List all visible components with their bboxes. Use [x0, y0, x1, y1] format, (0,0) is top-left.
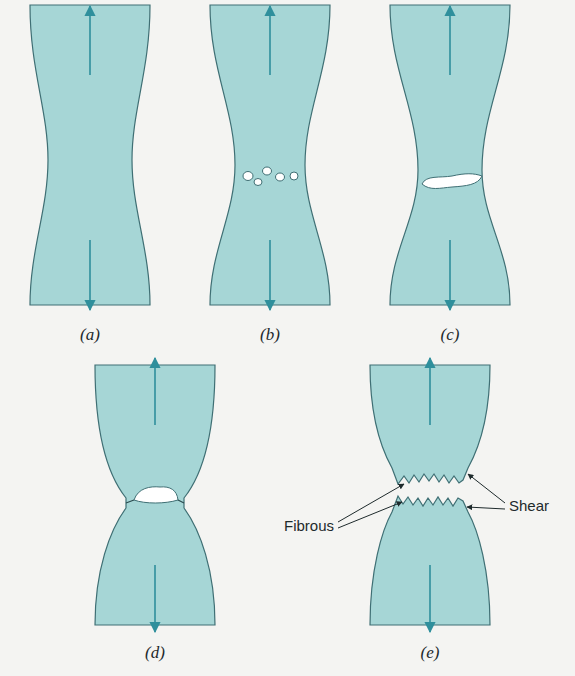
shear-line [126, 500, 184, 503]
region-label: Shear [509, 498, 549, 515]
crack [422, 174, 482, 189]
panel-caption: (b) [260, 326, 280, 345]
panel-caption: (d) [145, 644, 165, 663]
load-arrows [90, 6, 450, 632]
leader-lines [338, 474, 505, 528]
panel-caption: (c) [441, 326, 460, 345]
region-label: Fibrous [284, 518, 334, 535]
voids [243, 167, 298, 186]
crack [134, 487, 178, 503]
panel-caption: (e) [421, 644, 440, 663]
panel-caption: (a) [80, 326, 100, 345]
